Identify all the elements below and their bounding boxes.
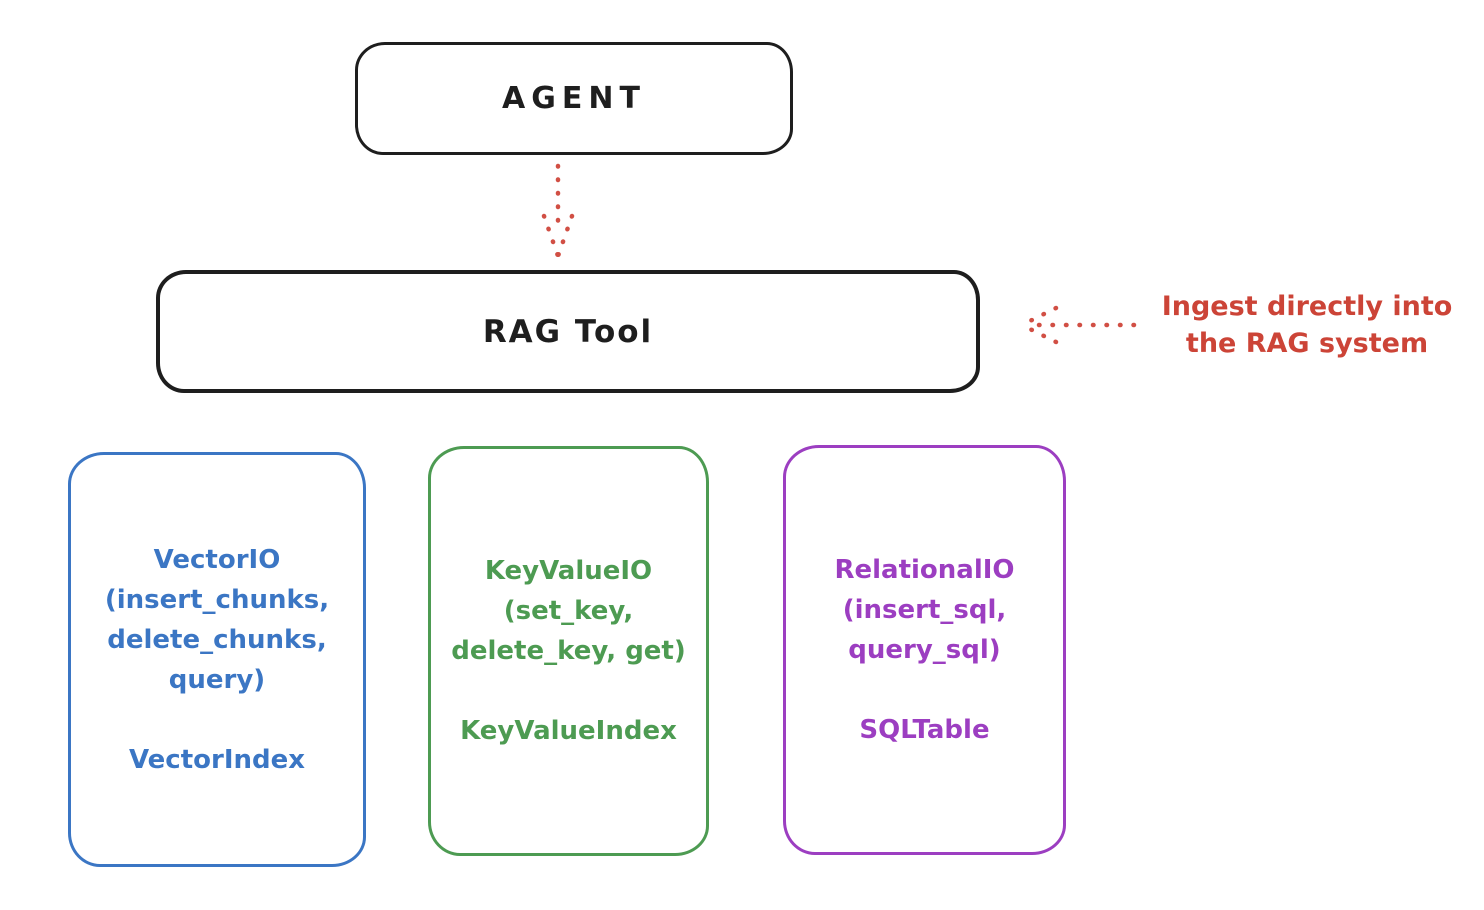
ingest-annotation-line1: Ingest directly into [1161,291,1453,322]
io-line: delete_key, get) [451,636,686,666]
rag-tool-node: RAG Tool [156,270,980,393]
vector-io-signature: VectorIO (insert_chunks, delete_chunks, … [105,540,329,700]
io-line: query) [168,664,266,695]
io-line: VectorIO [153,544,281,575]
ingest-annotation: Ingest directly into the RAG system [1140,288,1474,362]
sql-table-label: SQLTable [859,715,990,745]
relational-io-signature: RelationalIO (insert_sql, query_sql) [834,550,1014,670]
rag-tool-label: RAG Tool [482,313,654,350]
io-line: delete_chunks, [107,624,327,655]
dotted-left-arrow-icon [1019,305,1137,345]
vector-index-label: VectorIndex [128,744,306,775]
keyvalue-io-signature: KeyValueIO (set_key, delete_key, get) [451,551,686,671]
vector-io-node: VectorIO (insert_chunks, delete_chunks, … [68,452,366,867]
dotted-down-arrow-icon [541,163,575,259]
io-line: query_sql) [848,635,1001,665]
agent-label: AGENT [502,81,646,116]
agent-node: AGENT [355,42,793,155]
keyvalue-index-label: KeyValueIndex [460,716,677,746]
relational-io-node: RelationalIO (insert_sql, query_sql) SQL… [783,445,1066,855]
io-line: (insert_sql, [842,595,1007,625]
ingest-annotation-line2: the RAG system [1185,328,1429,359]
io-line: KeyValueIO [484,556,653,586]
keyvalue-io-node: KeyValueIO (set_key, delete_key, get) Ke… [428,446,709,856]
io-line: (set_key, [503,596,634,626]
io-line: (insert_chunks, [104,584,330,615]
io-line: RelationalIO [834,555,1015,585]
